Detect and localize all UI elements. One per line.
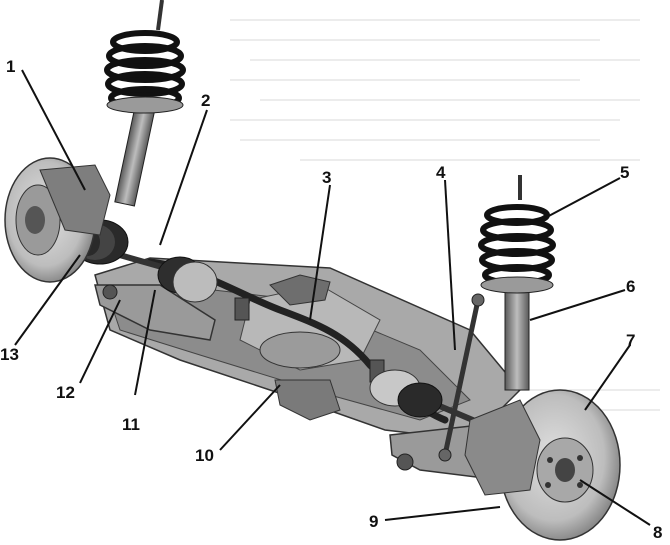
- left-coil-spring: [104, 30, 186, 110]
- leader-12: [79, 299, 121, 384]
- leader-8: [579, 479, 651, 526]
- left-lower-arm: [94, 284, 216, 341]
- leader-2: [159, 109, 208, 246]
- callout-9: 9: [369, 512, 378, 531]
- left-inner-cv-joint: [157, 256, 218, 303]
- callout-10: 10: [195, 446, 214, 465]
- callout-5: 5: [620, 163, 629, 182]
- callout-11: 11: [122, 415, 140, 434]
- leader-13: [14, 254, 81, 346]
- leader-5: [544, 177, 621, 219]
- leader-6: [529, 289, 626, 321]
- background-text-texture: [230, 19, 660, 411]
- leader-4: [444, 179, 456, 351]
- callout-6: 6: [626, 277, 635, 296]
- right-coil-spring: [478, 204, 556, 286]
- callout-3: 3: [322, 168, 331, 187]
- callout-8: 8: [653, 523, 662, 542]
- leader-10: [219, 384, 281, 451]
- callout-numbers: 1 2 3 4 5 6 7 8 9 10 11 12 13: [0, 57, 662, 542]
- callout-4: 4: [436, 163, 446, 182]
- right-wheel-hub-assembly: [464, 389, 621, 541]
- leader-9: [384, 506, 501, 521]
- callout-12: 12: [56, 383, 75, 402]
- stabilizer-link: [438, 293, 485, 462]
- left-wheel-hub-assembly: [4, 157, 111, 283]
- callout-1: 1: [6, 57, 15, 76]
- callout-2: 2: [201, 91, 210, 110]
- leader-11: [134, 289, 156, 396]
- leader-lines: [14, 69, 651, 526]
- callout-13: 13: [0, 345, 19, 364]
- leader-7: [584, 344, 631, 411]
- callout-7: 7: [626, 331, 635, 350]
- leader-3: [309, 184, 331, 321]
- left-strut: [104, 0, 186, 207]
- leader-1: [21, 69, 86, 191]
- right-strut: [478, 175, 556, 391]
